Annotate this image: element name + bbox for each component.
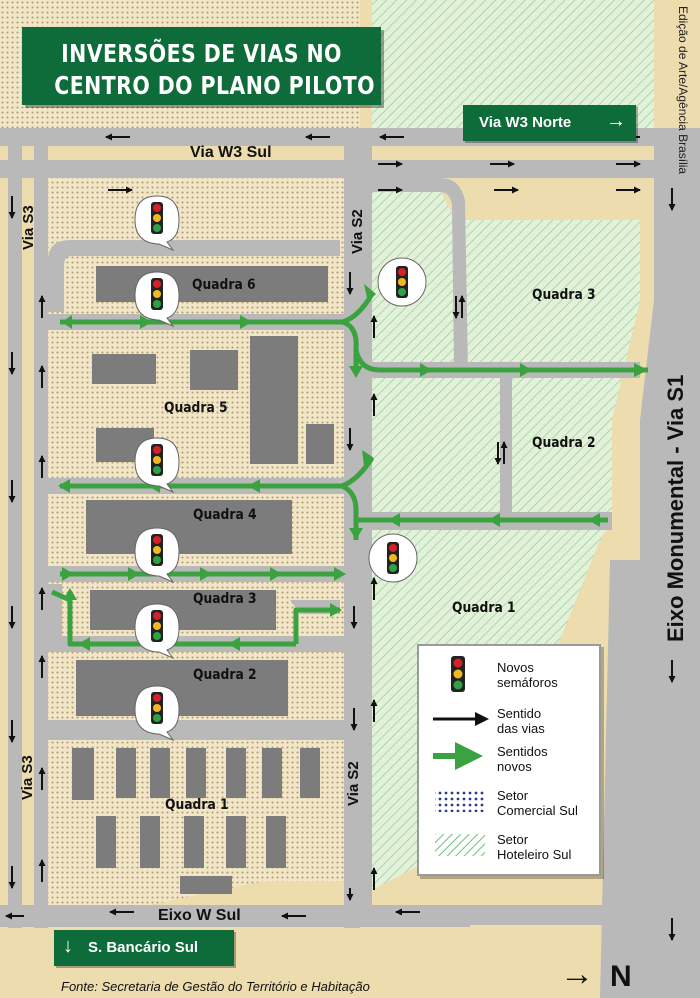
legend-symbols [433, 656, 489, 856]
road-label-via-s2-top: Via S2 [349, 209, 366, 254]
block-label-hoteleiro-3: Quadra 3 [532, 287, 596, 303]
legend-comercial-swatch [435, 790, 485, 812]
road-label-eixo-monumental: Eixo Monumental - Via S1 [663, 374, 688, 642]
block-label-comercial-6: Quadra 6 [192, 277, 256, 293]
down-arrow-icon: ↓ [63, 935, 73, 957]
new-direction-arrow-icon [58, 284, 648, 651]
block-label-hoteleiro-1: Quadra 1 [452, 600, 516, 616]
title-banner: INVERSÕES DE VIAS NO CENTRO DO PLANO PIL… [22, 27, 381, 105]
block-label-comercial-2: Quadra 2 [193, 667, 257, 683]
north-label: N [610, 960, 632, 993]
legend-hoteleiro-swatch [435, 834, 485, 856]
traffic-light-icon [134, 195, 427, 742]
via-w3-norte-label: Via W3 Norte [479, 114, 572, 131]
via-w3-norte-tag: Via W3 Norte → [463, 105, 636, 141]
block-label-comercial-1: Quadra 1 [165, 797, 229, 813]
setor-bancario-sul-label: S. Bancário Sul [88, 939, 199, 956]
block-label-comercial-3: Quadra 3 [193, 591, 257, 607]
source-note: Fonte: Secretaria de Gestão do Territóri… [61, 979, 370, 994]
road-label-eixo-w-sul: Eixo W Sul [158, 907, 241, 924]
buildings [72, 266, 334, 894]
block-label-comercial-4: Quadra 4 [193, 507, 257, 523]
art-credit: Edição de Arte/Agência Brasília [676, 6, 690, 175]
title-line-1: INVERSÕES DE VIAS NO [61, 39, 342, 68]
north-arrow-icon: → [560, 955, 594, 993]
block-label-comercial-5: Quadra 5 [164, 400, 228, 416]
right-arrow-icon: → [606, 110, 626, 132]
road-label-via-s3-top: Via S3 [20, 205, 37, 250]
setor-bancario-sul-tag: ↓ S. Bancário Sul [54, 930, 234, 966]
block-label-hoteleiro-2: Quadra 2 [532, 435, 596, 451]
road-label-via-s3-bottom: Via S3 [19, 755, 36, 800]
legend-direction-arrow-icon [433, 712, 489, 726]
title-line-2: CENTRO DO PLANO PILOTO [54, 71, 375, 100]
legend-traffic-light-icon [451, 656, 465, 692]
direction-arrow-icon [5, 133, 676, 941]
road-label-via-w3-sul: Via W3 Sul [190, 144, 272, 161]
legend-new-direction-arrow-icon [433, 742, 483, 770]
road-label-via-s2-bottom: Via S2 [345, 761, 362, 806]
